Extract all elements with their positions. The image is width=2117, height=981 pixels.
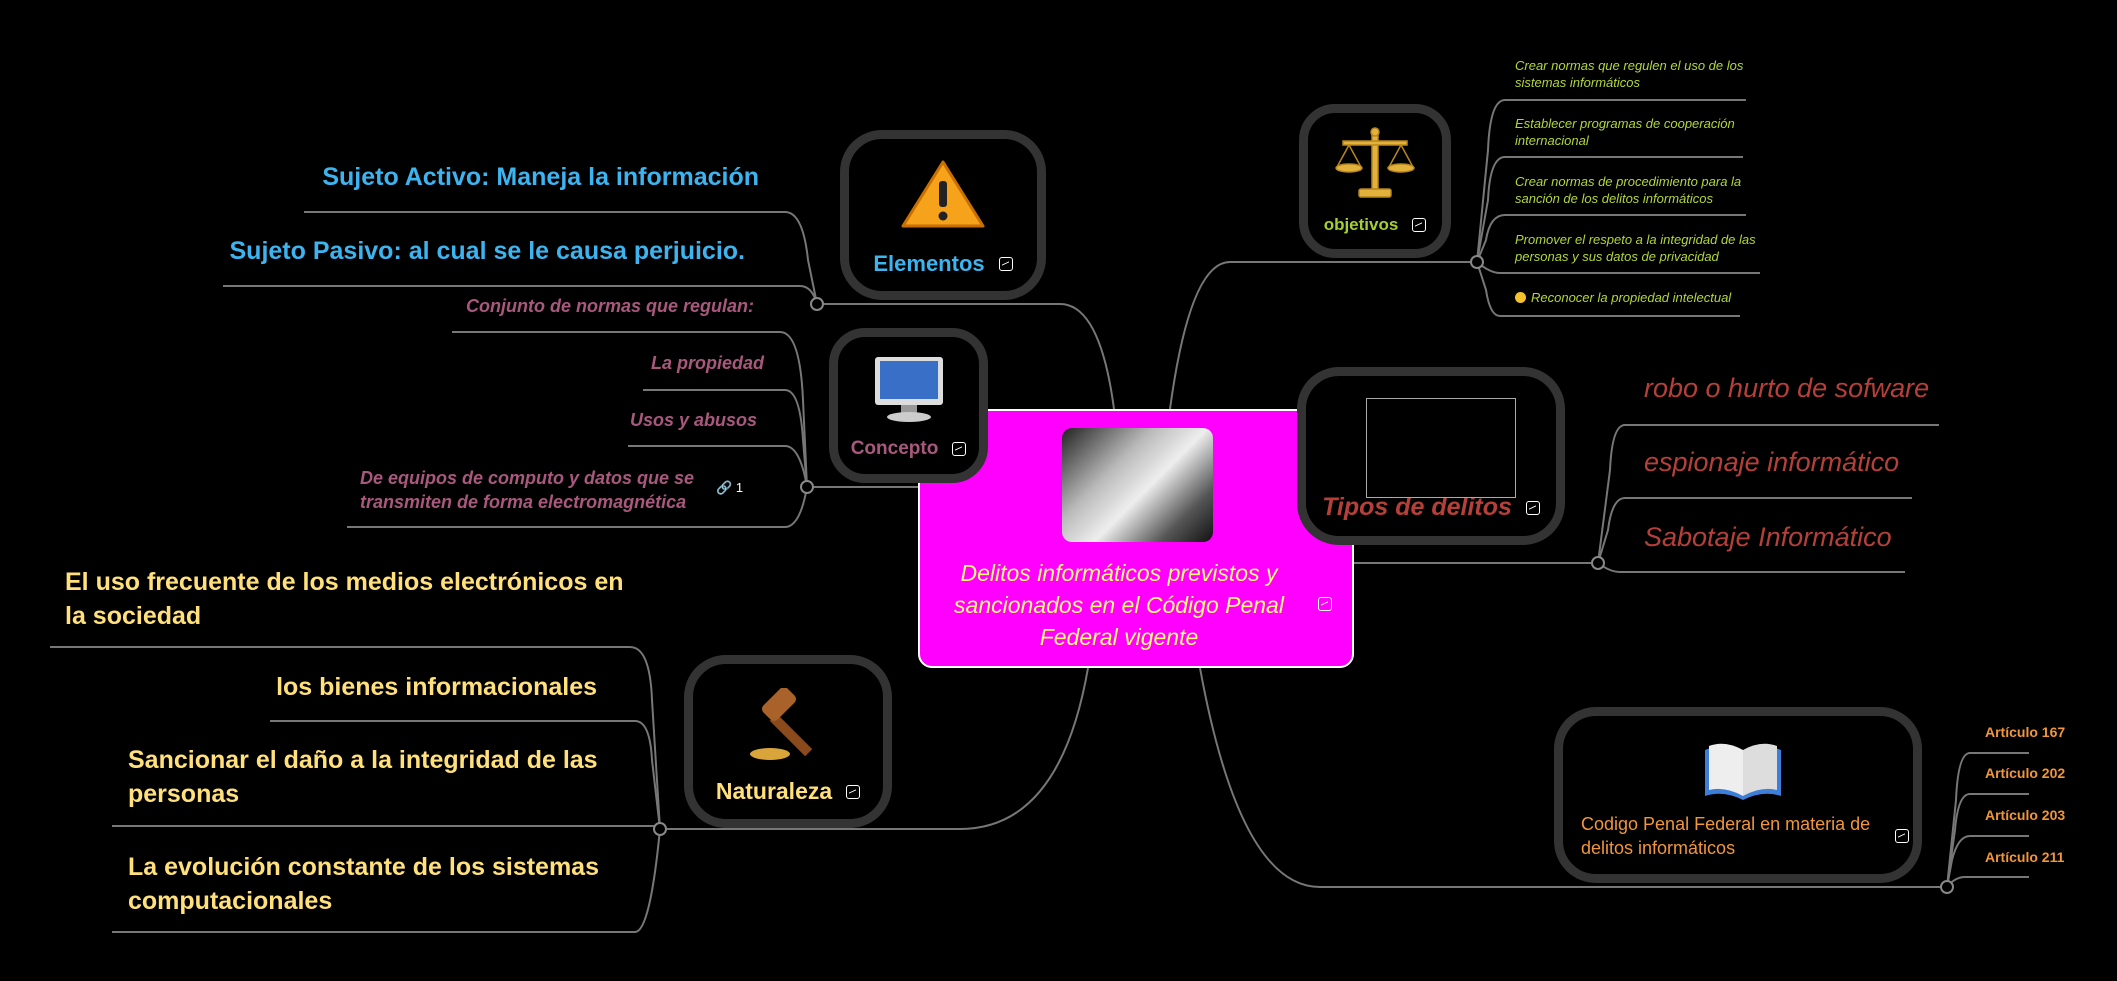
naturaleza-child[interactable]: los bienes informacionales <box>276 673 597 701</box>
central-topic[interactable]: Delitos informáticos previstos y sancion… <box>918 409 1354 668</box>
topic-objetivos[interactable]: objetivos <box>1299 104 1451 258</box>
image-icon[interactable] <box>846 784 861 799</box>
image-icon[interactable] <box>998 257 1013 271</box>
codigo-child[interactable]: Artículo 203 <box>1985 807 2066 823</box>
topic-label: objetivos <box>1323 215 1399 234</box>
naturaleza-child[interactable]: La evolución constante de los sistemas c… <box>128 853 599 915</box>
elementos-child[interactable]: Sujeto Activo: Maneja la información <box>322 163 759 191</box>
objetivos-child[interactable]: Promover el respeto a la integridad de l… <box>1515 232 1756 264</box>
warning-icon <box>901 160 985 228</box>
smiley-icon <box>1515 292 1526 303</box>
objetivos-child[interactable]: Crear normas de procedimiento para la sa… <box>1515 174 1742 206</box>
link-count: 1 <box>735 480 744 495</box>
scales-icon <box>1335 127 1415 198</box>
topic-codigo-penal[interactable]: Codigo Penal Federal en materia de delit… <box>1554 707 1922 883</box>
codigo-child[interactable]: Artículo 167 <box>1985 724 2066 740</box>
objetivos-child[interactable]: Reconocer la propiedad intelectual <box>1515 289 1731 306</box>
topic-elementos[interactable]: Elementos <box>840 130 1046 300</box>
objetivos-child[interactable]: Crear normas que regulen el uso de los s… <box>1515 58 1744 90</box>
image-icon[interactable] <box>1525 500 1540 515</box>
codigo-child[interactable]: Artículo 202 <box>1985 765 2066 781</box>
image-icon[interactable] <box>1412 218 1427 232</box>
codigo-child[interactable]: Artículo 211 <box>1985 849 2065 865</box>
concepto-child[interactable]: Conjunto de normas que regulan: <box>465 296 754 316</box>
topic-naturaleza[interactable]: Naturaleza <box>684 655 892 828</box>
topic-label: Naturaleza <box>715 778 833 804</box>
objetivos-child-label: Reconocer la propiedad intelectual <box>1531 290 1732 305</box>
central-topic-title: Delitos informáticos previstos y sancion… <box>954 560 1284 650</box>
elementos-child[interactable]: Sujeto Pasivo: al cual se le causa perju… <box>229 237 746 265</box>
image-icon[interactable] <box>1895 829 1909 843</box>
topic-label: Concepto <box>850 438 939 459</box>
gavel-icon <box>750 688 813 760</box>
book-icon <box>1705 743 1781 800</box>
image-icon[interactable] <box>952 442 967 456</box>
tipos-child[interactable]: robo o hurto de sofware <box>1644 373 1930 403</box>
link-icon: 🔗 <box>716 480 733 495</box>
concepto-child[interactable]: La propiedad <box>650 353 764 373</box>
naturaleza-child[interactable]: Sancionar el daño a la integridad de las… <box>128 746 598 808</box>
link-badge[interactable]: 🔗 1 <box>716 480 743 496</box>
tipos-child[interactable]: Sabotaje Informático <box>1644 522 1892 552</box>
broken-image-placeholder <box>1366 398 1516 498</box>
topic-label: Codigo Penal Federal en materia de delit… <box>1581 814 1871 858</box>
topic-concepto[interactable]: Concepto <box>829 328 988 483</box>
topic-label: Elementos <box>873 251 985 276</box>
topic-tipos-de-delitos[interactable]: Tipos de delitos <box>1297 367 1565 545</box>
monitor-icon <box>874 357 943 422</box>
tipos-child[interactable]: espionaje informático <box>1644 447 1900 477</box>
objetivos-child[interactable]: Establecer programas de cooperación inte… <box>1515 116 1735 148</box>
handcuffs-keyboard-image <box>1062 428 1213 542</box>
concepto-child[interactable]: De equipos de computo y datos que se tra… <box>360 468 695 512</box>
naturaleza-child[interactable]: El uso frecuente de los medios electróni… <box>65 568 624 630</box>
concepto-child[interactable]: Usos y abusos <box>629 410 757 430</box>
image-icon[interactable] <box>1318 597 1332 611</box>
